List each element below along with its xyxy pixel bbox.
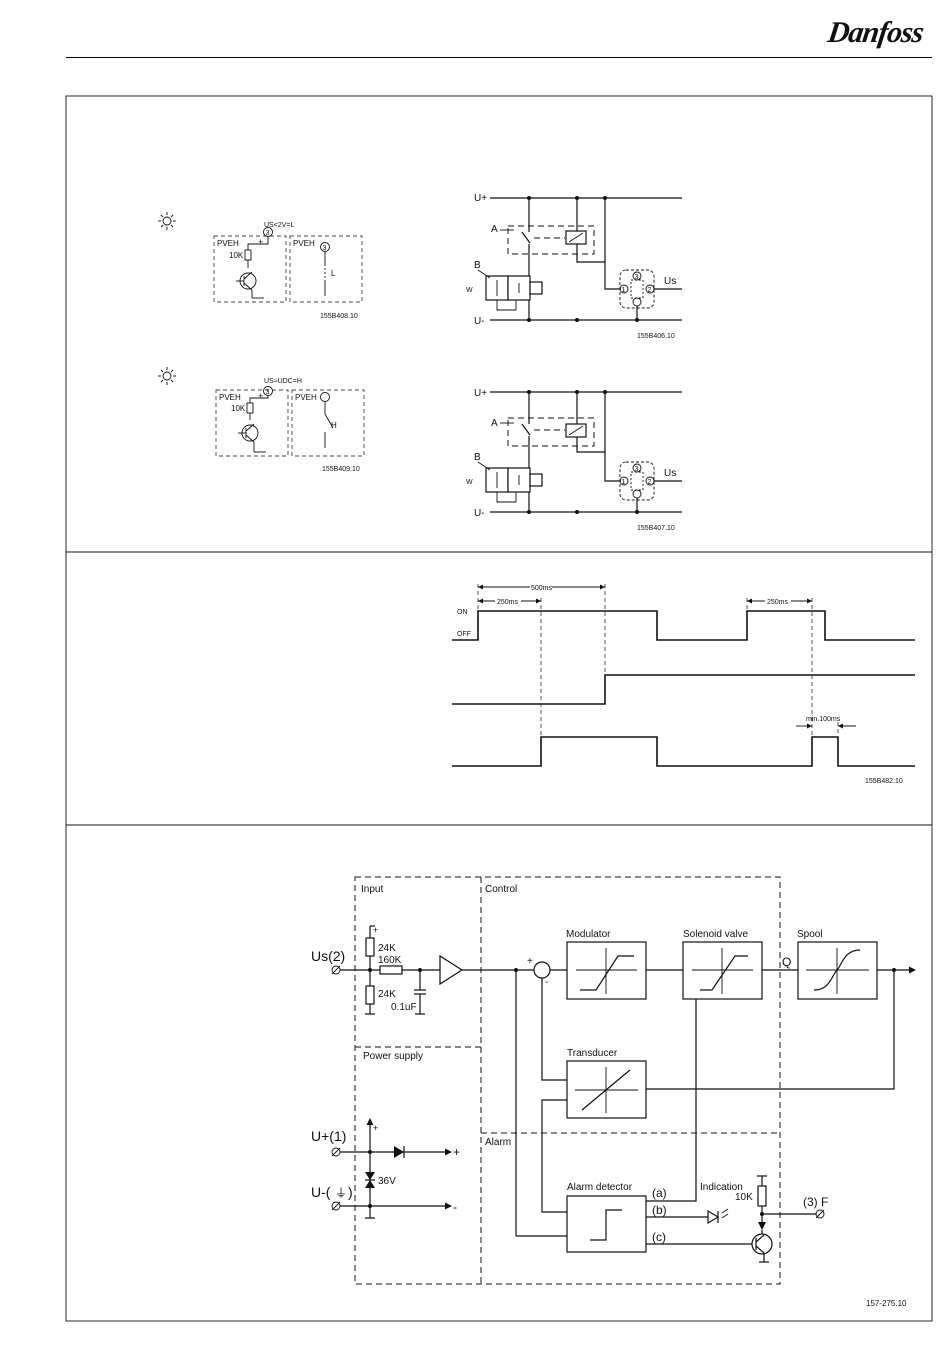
dim-250ms-a: 250ms: [497, 599, 519, 606]
out-f-label: (3) F: [803, 1195, 828, 1209]
pveh-schematic-high: US≈UDC=H PVEH 10K + 3 PVEH H 155B409.10: [215, 378, 365, 473]
alarm-detector-label: Alarm detector: [567, 1182, 633, 1193]
group-alarm-label: Alarm: [485, 1137, 511, 1148]
input-plus: +: [373, 925, 378, 935]
pveh-label: PVEH: [217, 239, 239, 248]
u-plus-1-label: U+(1): [311, 1128, 346, 1144]
us-label-2: Us: [664, 468, 676, 479]
r-24k-bottom: 24K: [378, 989, 396, 1000]
pveh-label-2: PVEH: [219, 393, 241, 402]
header-rule: [66, 57, 932, 58]
pin-3: 3: [635, 274, 639, 281]
terminal-3b: 3: [323, 245, 327, 252]
label-b-2: B: [474, 452, 481, 463]
waveform-input: [452, 610, 915, 641]
panel-frames: [65, 95, 933, 1322]
code-155B482: 155B482.10: [865, 778, 903, 785]
modulator-label: Modulator: [566, 929, 611, 940]
dim-min-100ms: min.100ms: [806, 716, 841, 723]
u-minus-label-2: U-: [474, 508, 485, 519]
code-157-275: 157-275.10: [866, 1299, 907, 1308]
cap-label: 0.1uF: [391, 1002, 417, 1013]
r-24k-top: 24K: [378, 943, 396, 954]
u-plus-label: U+: [474, 193, 487, 204]
plus-label-2: +: [258, 391, 263, 401]
us2-label: Us(2): [311, 948, 345, 964]
u-minus-close: ): [348, 1184, 353, 1200]
switch-l-label: L: [331, 269, 336, 278]
out-c-label: (c): [652, 1230, 666, 1244]
solenoid-block: [682, 941, 763, 1000]
modulator-block: [566, 941, 647, 1000]
spool-block: [797, 941, 878, 1000]
pin-1: 1: [622, 287, 626, 294]
plus-label: +: [258, 237, 263, 247]
resistor-label-2: 10K: [231, 404, 246, 413]
waveform-alarm: [452, 736, 915, 767]
pin-2-2: 2: [648, 479, 652, 486]
q-label: Q: [782, 955, 791, 969]
us-low-label: US<2V=L: [264, 222, 294, 229]
pveh-schematic-low: US<2V=L PVEH 10K + 3 3 PVEH L 155B408.10: [213, 222, 363, 320]
group-input-label: Input: [361, 884, 383, 895]
block-diagram: Input Control Power supply Alarm Us(2) +…: [311, 876, 916, 1308]
sun-icon-bottom: [158, 367, 176, 385]
svg-text:W: W: [466, 479, 473, 486]
label-b: B: [474, 260, 481, 271]
pin-3-2: 3: [635, 466, 639, 473]
ps-minus: -: [453, 1200, 457, 1214]
svg-text:W: W: [466, 287, 473, 294]
r-10k-label: 10K: [735, 1192, 753, 1203]
valve-circuit-bottom: U+ U- A B W 3 1 2: [466, 388, 682, 532]
pveh-switch-label-2: PVEH: [295, 393, 317, 402]
ground-icon: ⏚: [335, 1186, 347, 1200]
sum-plus: +: [527, 956, 533, 967]
dim-250ms-b: 250ms: [767, 599, 789, 606]
resistor-label: 10K: [229, 251, 244, 260]
label-a-2: A: [491, 418, 498, 429]
code-155B407: 155B407.10: [637, 525, 675, 532]
terminal-3c: 3: [266, 389, 270, 396]
u-plus-label-2: U+: [474, 388, 487, 399]
us-high-label: US≈UDC=H: [264, 378, 302, 385]
us-label: Us: [664, 276, 676, 287]
group-power-label: Power supply: [363, 1051, 423, 1062]
dim-500ms: 500ms: [531, 585, 553, 592]
group-control-label: Control: [485, 884, 517, 895]
u-minus-label: U-(: [311, 1184, 331, 1200]
on-label: ON: [457, 609, 468, 616]
label-a: A: [491, 224, 498, 235]
code-155B409: 155B409.10: [322, 466, 360, 473]
out-a-label: (a): [652, 1186, 667, 1200]
u-minus-label: U-: [474, 316, 485, 327]
ps-up-plus: +: [373, 1123, 378, 1133]
code-155B408: 155B408.10: [320, 313, 358, 320]
pin-2: 2: [648, 287, 652, 294]
valve-circuit-top: U+ U- A B W 3 1 2: [466, 193, 682, 340]
off-label: OFF: [457, 631, 471, 638]
solenoid-label: Solenoid valve: [683, 929, 748, 940]
terminal-3: 3: [266, 230, 270, 237]
zener-36v-label: 36V: [378, 1176, 396, 1187]
timing-diagram: ON OFF 500ms 250ms 250ms min.100ms 155B4…: [452, 582, 915, 785]
switch-h-label: H: [331, 421, 337, 430]
r-160k: 160K: [378, 955, 402, 966]
indication-label: Indication: [700, 1182, 743, 1193]
sum-minus: -: [545, 977, 548, 988]
out-b-label: (b): [652, 1203, 667, 1217]
waveform-output: [452, 674, 915, 705]
spool-label: Spool: [797, 929, 823, 940]
sun-icon-top: [158, 212, 176, 230]
pveh-switch-label: PVEH: [293, 239, 315, 248]
transducer-label: Transducer: [567, 1048, 618, 1059]
ps-plus: +: [453, 1145, 460, 1159]
code-155B406: 155B406.10: [637, 333, 675, 340]
pin-1-2: 1: [622, 479, 626, 486]
